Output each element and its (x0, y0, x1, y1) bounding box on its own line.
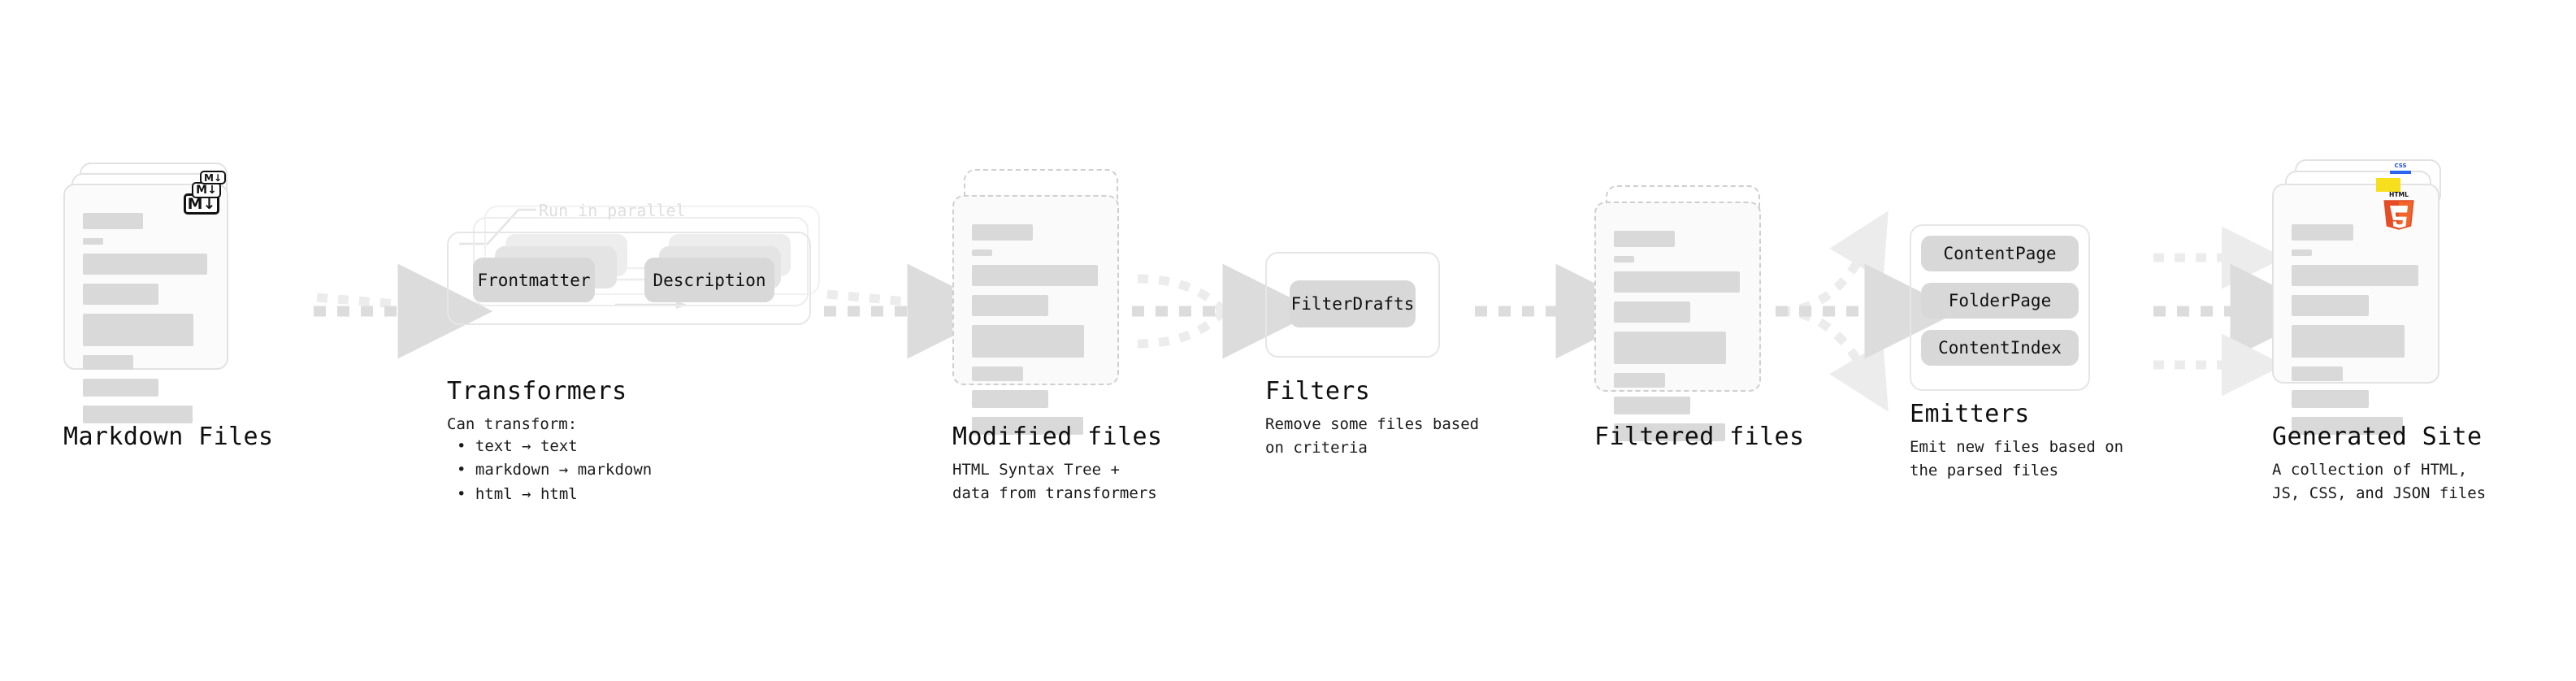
connector-markdown-to-transformers (314, 263, 493, 359)
transform-bullet-html: • html → html (457, 484, 578, 503)
stage-title-filters: Filters (1265, 377, 1371, 406)
html5-shield-icon: HTML (2383, 191, 2414, 230)
svg-text:HTML: HTML (2389, 191, 2409, 198)
chip-description[interactable]: Description (644, 258, 774, 302)
stage-title-modified-files: Modified files (952, 423, 1163, 451)
chip-filterdrafts[interactable]: FilterDrafts (1290, 280, 1416, 327)
js-badge (2376, 178, 2400, 192)
filtered-card-front (1594, 202, 1761, 441)
connector-modified-to-filters (1132, 263, 1318, 359)
chip-contentindex[interactable]: ContentIndex (1921, 330, 2079, 366)
stage-title-generated-site: Generated Site (2272, 423, 2483, 451)
run-in-parallel-label: Run in parallel (539, 201, 686, 220)
css-badge-bar (2390, 171, 2411, 174)
transform-bullet-list: • text → text • markdown → markdown • ht… (457, 435, 652, 506)
filtered-content-lines (1614, 231, 1741, 450)
chip-folderpage[interactable]: FolderPage (1921, 283, 2079, 319)
markdown-badge-middle: M↓ (192, 182, 221, 198)
file-content-lines (83, 213, 209, 432)
chip-contentpage[interactable]: ContentPage (1921, 236, 2079, 271)
stage-filters: FilterDrafts (1265, 252, 1485, 382)
stage-filtered-files (1594, 185, 1781, 478)
stage-title-filtered-files: Filtered files (1594, 423, 1805, 451)
connector-emitters-to-site (2153, 226, 2326, 397)
stage-emitters: ContentPage FolderPage ContentIndex (1910, 224, 2145, 411)
emitters-group (1910, 224, 2090, 391)
chip-frontmatter[interactable]: Frontmatter (473, 258, 595, 302)
stage-generated-site: CSS HTML (2272, 159, 2475, 468)
connector-filtered-to-emitters (1776, 210, 1960, 412)
stage-desc-modified-files: HTML Syntax Tree + data from transformer… (952, 461, 1157, 502)
stage-desc-emitters: Emit new files based on the parsed files (1910, 438, 2124, 479)
stage-title-markdown-files: Markdown Files (63, 423, 274, 451)
css-badge-label: CSS (2394, 163, 2407, 169)
site-content-lines (2292, 224, 2420, 444)
markdown-badge-back: M↓ (200, 171, 226, 184)
stage-desc-filters: Remove some files based on criteria (1265, 415, 1480, 457)
transform-bullet-text: • text → text (457, 437, 578, 455)
transformer-group-front (447, 232, 811, 325)
css-badge: CSS (2390, 163, 2411, 175)
stage-transformers: Frontmatter Description (447, 195, 829, 358)
stage-modified-files (952, 169, 1139, 462)
html5-badge: HTML (2381, 190, 2417, 231)
filters-group (1265, 252, 1440, 358)
modified-card-front (952, 195, 1119, 435)
modified-content-lines (972, 224, 1099, 444)
stage-title-transformers: Transformers (447, 377, 627, 406)
transform-bullet-markdown: • markdown → markdown (457, 461, 653, 479)
stage-desc-generated-site: A collection of HTML, JS, CSS, and JSON … (2272, 461, 2487, 502)
stage-markdown-files: M↓ M↓ M↓ (63, 163, 250, 455)
stage-desc-transformers: Can transform: (447, 415, 578, 433)
stage-title-emitters: Emitters (1910, 400, 2030, 428)
file-card-front (63, 184, 228, 423)
connector-transformers-to-modified (824, 263, 1003, 359)
